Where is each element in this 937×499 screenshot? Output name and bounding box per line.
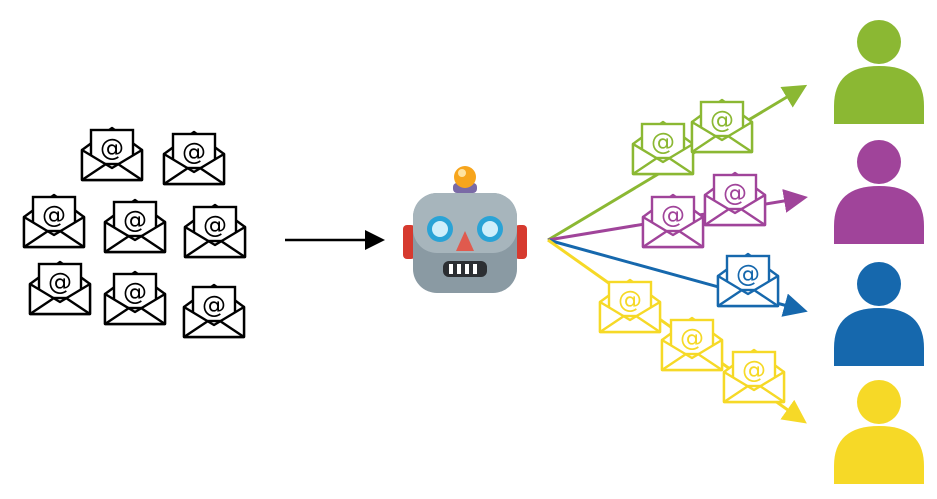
person-icon-yellow	[834, 380, 924, 484]
at-symbol: @	[710, 106, 734, 134]
email-envelope-icon-yellow: @	[598, 278, 662, 334]
at-symbol: @	[736, 260, 760, 288]
email-envelope-icon: @	[182, 283, 246, 339]
at-symbol: @	[723, 179, 747, 207]
at-symbol: @	[202, 291, 226, 319]
email-envelope-icon-yellow: @	[722, 348, 786, 404]
person-icon-purple	[834, 140, 924, 244]
at-symbol: @	[100, 134, 124, 162]
email-envelope-icon-purple: @	[703, 171, 767, 227]
at-symbol: @	[651, 128, 675, 156]
at-symbol: @	[48, 268, 72, 296]
person-icon-green	[834, 20, 924, 124]
at-symbol: @	[680, 324, 704, 352]
at-symbol: @	[661, 201, 685, 229]
email-envelope-icon-blue: @	[716, 252, 780, 308]
at-symbol: @	[123, 278, 147, 306]
email-envelope-icon-yellow: @	[660, 316, 724, 372]
person-icon-blue	[834, 262, 924, 366]
at-symbol: @	[42, 201, 66, 229]
at-symbol: @	[182, 138, 206, 166]
email-envelope-icon-purple: @	[641, 193, 705, 249]
email-envelope-icon: @	[183, 203, 247, 259]
routed-emails: @ @ @ @ @ @ @ @	[598, 98, 786, 404]
at-symbol: @	[203, 211, 227, 239]
at-symbol: @	[742, 356, 766, 384]
email-envelope-icon: @	[22, 193, 86, 249]
email-envelope-icon: @	[162, 130, 226, 186]
email-envelope-icon: @	[28, 260, 92, 316]
incoming-emails: @ @ @ @ @ @ @ @	[22, 126, 247, 339]
email-envelope-icon-green: @	[690, 98, 754, 154]
email-envelope-icon-green: @	[631, 120, 695, 176]
email-envelope-icon: @	[103, 270, 167, 326]
at-symbol: @	[123, 206, 147, 234]
email-envelope-icon: @	[80, 126, 144, 182]
robot-icon	[403, 166, 527, 293]
at-symbol: @	[618, 286, 642, 314]
email-envelope-icon: @	[103, 198, 167, 254]
recipients	[834, 20, 924, 484]
